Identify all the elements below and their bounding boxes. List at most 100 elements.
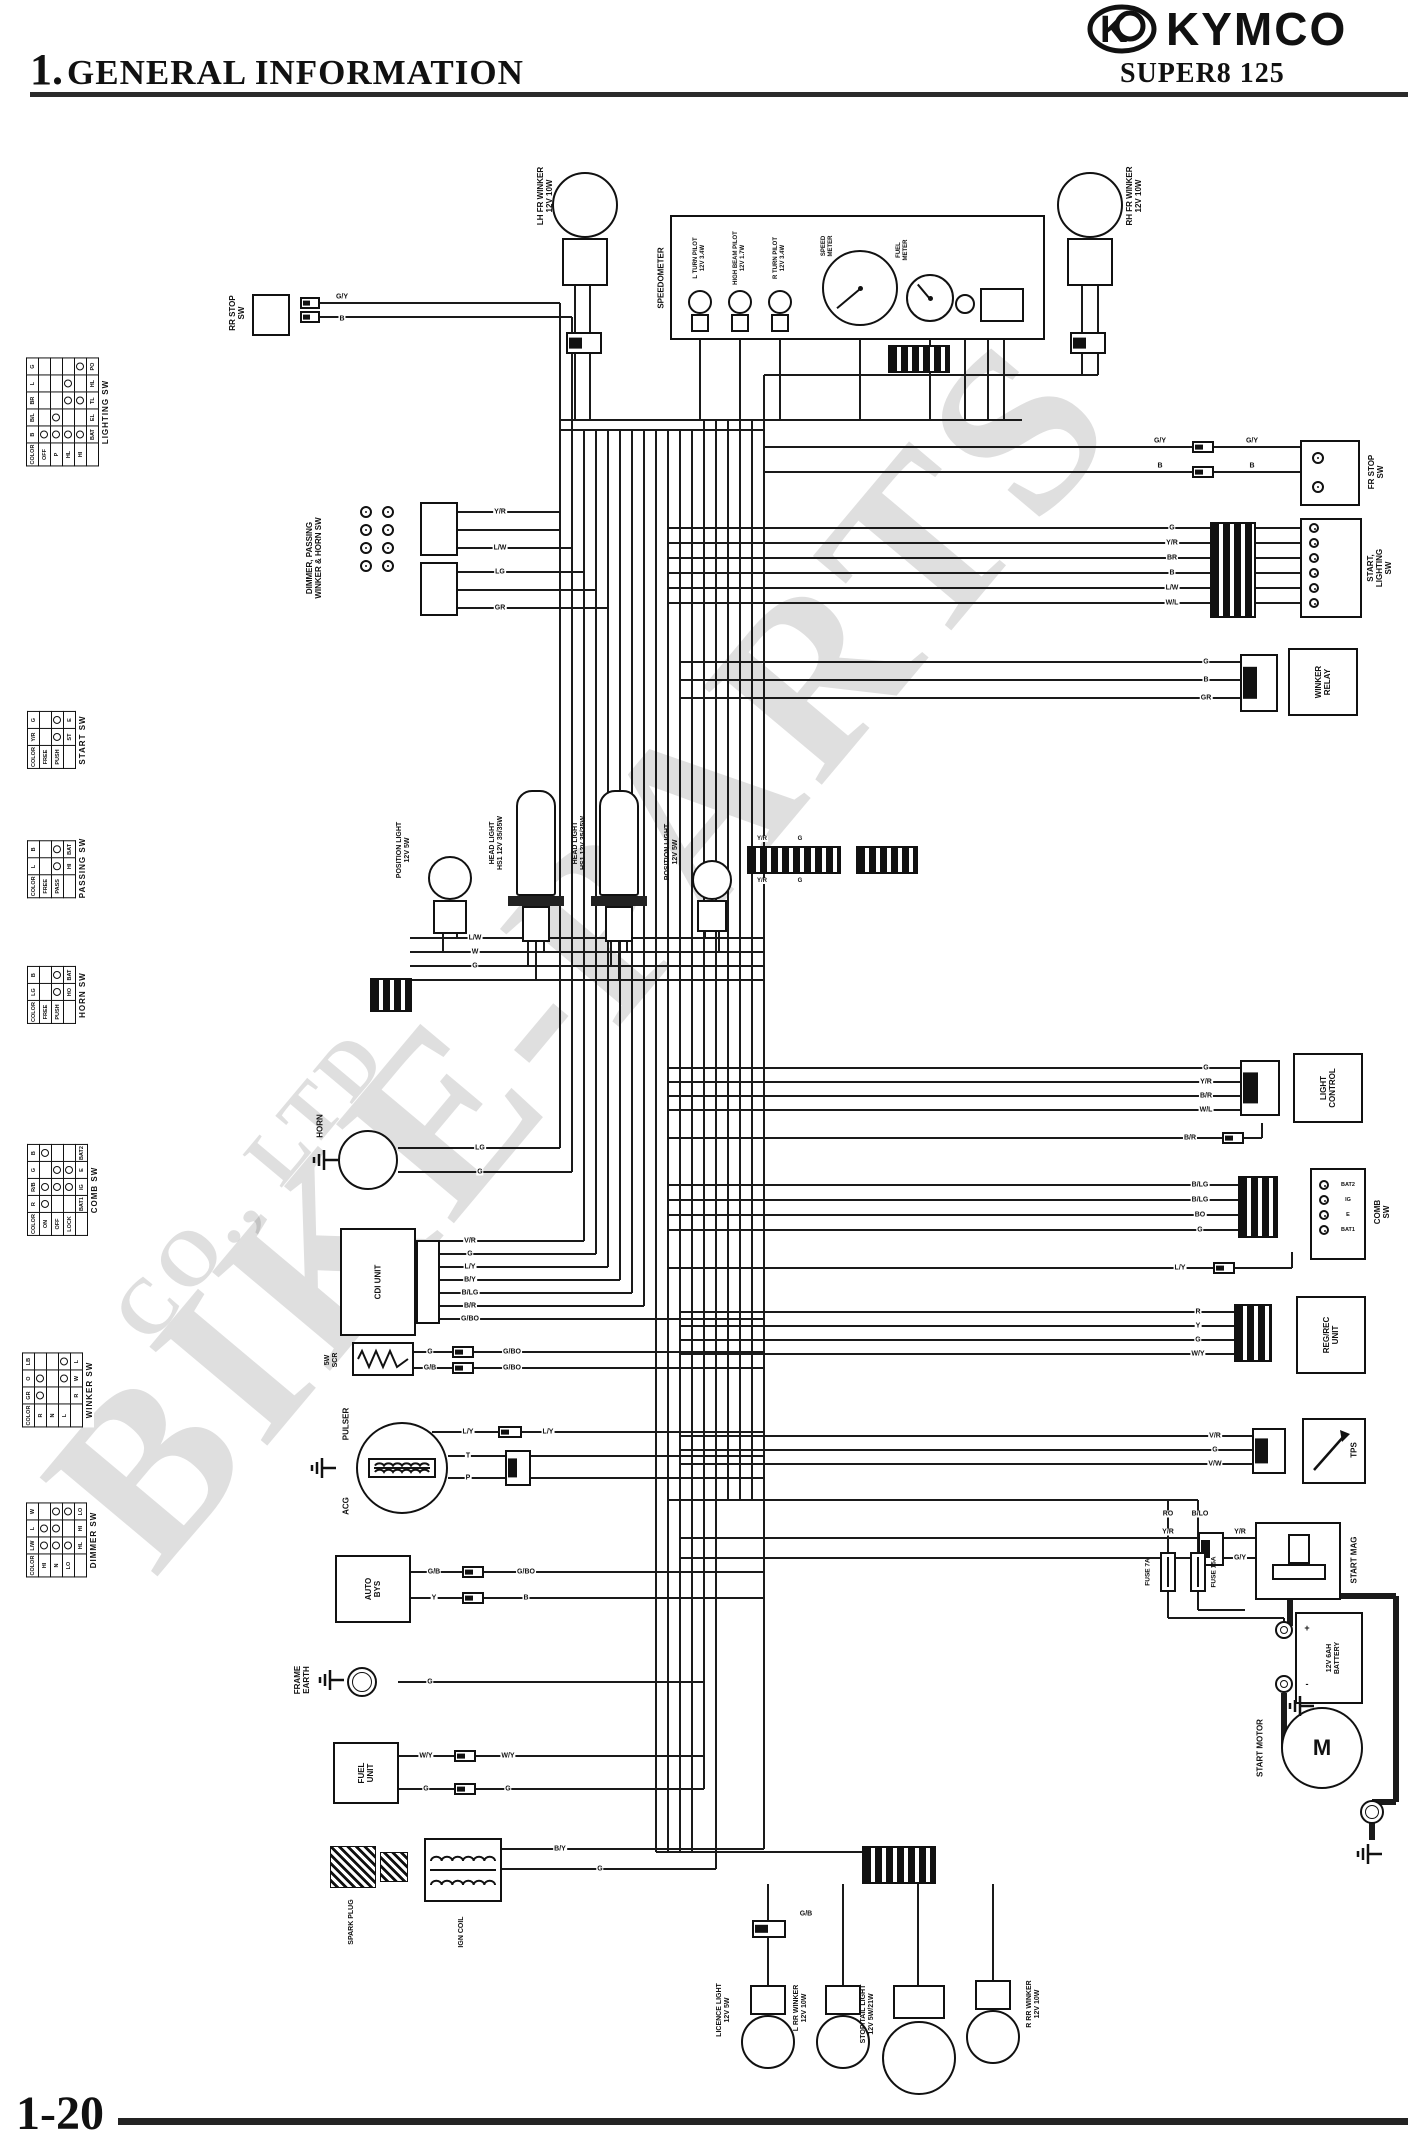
- spark-plug-tip: [380, 1852, 408, 1882]
- comb-connector-2: [1213, 1262, 1235, 1274]
- fuse-15a-element: [1197, 1557, 1199, 1587]
- wire-segment: [502, 1868, 716, 1870]
- dimmer-pin-5-inner: [365, 547, 367, 549]
- resistor-label: 5W SCR: [323, 1352, 339, 1368]
- battery-minus-terminal: [1275, 1675, 1293, 1693]
- r-turn-pilot-label: R TURN PILOT 12V 3.4W: [773, 237, 786, 279]
- wire-segment: [727, 420, 729, 1500]
- start-lighting-pin-5: [1309, 583, 1319, 593]
- hl-wire-1: L/W: [467, 934, 483, 942]
- cdi-wire-3: L/Y: [463, 1263, 477, 1271]
- contact-dot: [51, 1507, 60, 1516]
- rr-stop-wire-color-1: G/Y: [334, 293, 350, 301]
- wire-segment: [680, 1311, 1234, 1313]
- comb-term-3: E: [1345, 1212, 1351, 1218]
- cdi-unit-box: [340, 1228, 416, 1336]
- comb-connector-2-notch: [1216, 1265, 1224, 1271]
- wire-segment: [1261, 1123, 1263, 1138]
- comb-term-2: IG: [1344, 1197, 1352, 1203]
- sls-wire-3: BR: [1165, 554, 1179, 562]
- contact-dot: [64, 1166, 73, 1175]
- wire-segment: [589, 286, 591, 332]
- wire-segment: [680, 1463, 1252, 1465]
- dimmer-pin-8: [382, 560, 394, 572]
- res-connector-2-notch: [455, 1365, 463, 1371]
- lc-wire-3: B/R: [1198, 1092, 1214, 1100]
- res-connector-2: [452, 1362, 474, 1374]
- comb-pin-4-inner: [1324, 1230, 1326, 1232]
- wire-segment: [1291, 1252, 1293, 1268]
- licence-connector-notch: [755, 1924, 768, 1934]
- lc-wire-5: B/R: [1182, 1134, 1198, 1142]
- battery-ground: [1356, 1842, 1382, 1871]
- contact-dot: [52, 1183, 61, 1192]
- ab-wire-2b: B: [522, 1594, 530, 1602]
- wire-segment: [656, 1851, 862, 1853]
- tps-label: TPS: [1349, 1442, 1359, 1458]
- position-light-r-bulb: [692, 860, 732, 900]
- comb-wire-4: G: [1196, 1226, 1204, 1234]
- wire-segment: [610, 942, 612, 966]
- wire-segment: [1393, 1596, 1399, 1802]
- page-number: 1-20: [16, 2087, 104, 2140]
- battery-minus: -: [1304, 1679, 1310, 1689]
- comb-term-1: BAT2: [1340, 1182, 1356, 1188]
- wire-segment: [440, 1240, 584, 1242]
- wire-segment: [1281, 1693, 1287, 1748]
- dimmer-pin-7-inner: [365, 565, 367, 567]
- wire-segment: [668, 1499, 1198, 1501]
- acg-connector-2: [505, 1450, 531, 1486]
- res-wire-1: G: [426, 1348, 434, 1356]
- ab-wire-2: Y: [430, 1594, 438, 1602]
- contact-dot: [52, 971, 61, 980]
- start-lighting-pin-5-inner: [1314, 588, 1316, 590]
- hl-wire-2: W: [470, 948, 480, 956]
- wire-segment: [680, 1537, 1255, 1539]
- r-turn-pilot-bulb: [768, 290, 792, 314]
- wire-segment: [574, 286, 576, 332]
- acg-coil: [368, 1458, 436, 1478]
- wire-segment: [859, 326, 861, 420]
- jc-wire-1: Y/R: [755, 836, 769, 842]
- horn-body: [338, 1130, 398, 1190]
- kymco-logo-icon: K: [1087, 4, 1157, 54]
- wire-segment: [440, 1253, 596, 1255]
- fr-stop-sw-box: [1300, 440, 1360, 506]
- wire-segment: [668, 1109, 1240, 1111]
- cdi-wire-1: V/R: [463, 1237, 477, 1245]
- contact-dot: [35, 1374, 44, 1383]
- horn-sw-table-title: HORN SW: [78, 972, 87, 1018]
- fr-stop-connector-1-notch: [1195, 444, 1203, 450]
- stop-tail-label: STOP/TAIL LIGHT 12V 5W/21W: [859, 1984, 875, 2044]
- head-light-2-base: [605, 906, 633, 942]
- ab-wire-1b: G/BO: [516, 1568, 536, 1576]
- wire-segment: [643, 430, 645, 1306]
- fuse-7a-element: [1167, 1557, 1169, 1587]
- horn-label: HORN: [315, 1114, 325, 1138]
- wire-segment: [718, 932, 720, 952]
- wire-segment: [668, 1267, 1292, 1269]
- section-title: GENERAL INFORMATION: [67, 53, 524, 92]
- contact-dot: [63, 379, 72, 388]
- wire-segment: [502, 1848, 764, 1850]
- wire-segment: [764, 446, 1300, 448]
- position-light-l-label: POSITION LIGHT 12V 5W: [395, 821, 411, 879]
- wire-segment: [1081, 286, 1083, 332]
- frame-earth-terminal: [347, 1667, 377, 1697]
- rh-fr-winker-connector: [1070, 332, 1106, 354]
- start-lighting-pin-1-inner: [1314, 528, 1316, 530]
- cdi-wire-4: B/Y: [463, 1276, 477, 1284]
- cdi-connector: [416, 1240, 440, 1324]
- wire-segment: [680, 1353, 1234, 1355]
- position-light-r-label: POSITION LIGHT 12V 5W: [663, 823, 679, 881]
- cdi-unit-label: CDI UNIT: [373, 1264, 383, 1300]
- wire-segment: [535, 942, 537, 980]
- winker-relay-connector: [1240, 654, 1278, 712]
- earth-terminal: [1360, 1800, 1384, 1824]
- l-turn-pilot-label: L TURN PILOT 12V 3.4W: [693, 237, 706, 279]
- comb-pin-4: [1319, 1225, 1329, 1235]
- tps-wire-2: G: [1211, 1446, 1219, 1454]
- start-motor-ground: [1288, 1694, 1314, 1723]
- wire-segment: [715, 420, 717, 1869]
